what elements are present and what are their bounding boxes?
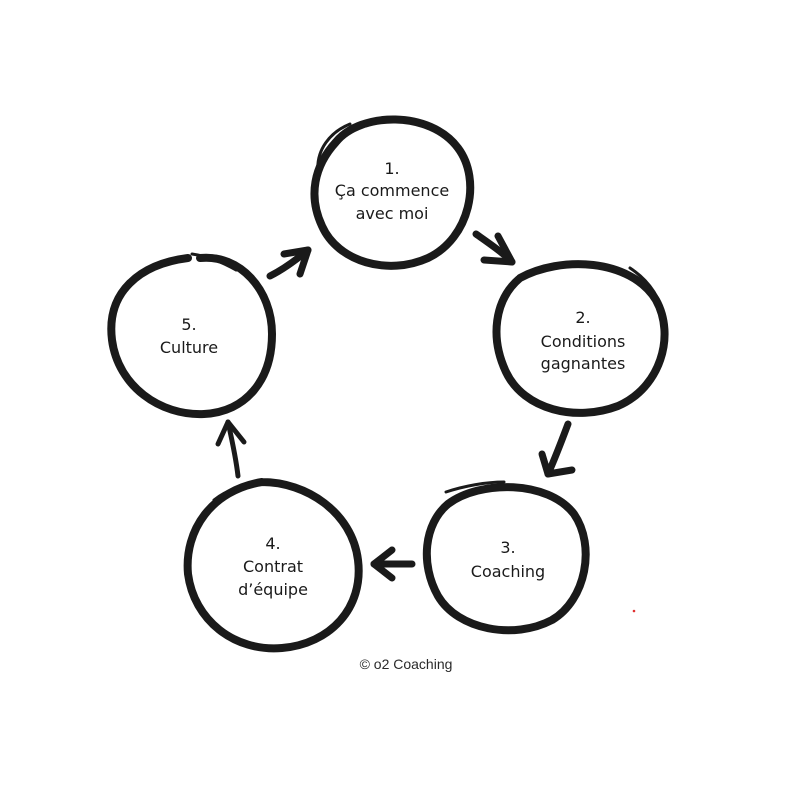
step-5-circle-overstroke (190, 252, 238, 272)
step-3-circle-overstroke (444, 480, 506, 494)
step-1-number: 1. (384, 159, 399, 178)
step-4-number: 4. (265, 534, 280, 553)
step-2-circle-overstroke (628, 266, 666, 320)
step-2-number: 2. (575, 308, 590, 327)
arrow-step-2-to-3 (538, 420, 576, 478)
step-5-number: 5. (181, 315, 196, 334)
step-2-circle (492, 260, 669, 417)
arrow-step-5-to-1 (266, 246, 312, 280)
step-4-line-2: d’équipe (238, 580, 308, 599)
step-4-circle (183, 478, 363, 653)
step-3-number: 3. (500, 538, 515, 557)
step-1-line-1: Ça commence (335, 181, 449, 200)
step-3-line-1: Coaching (471, 562, 545, 581)
step-4: 4. Contrat d’équipe (183, 478, 363, 653)
step-2-line-1: Conditions (541, 332, 626, 351)
step-2-line-2: gagnantes (541, 354, 626, 373)
step-2: 2. Conditions gagnantes (492, 260, 669, 417)
step-1-circle (310, 115, 475, 270)
step-3: 3. Coaching (422, 480, 590, 635)
step-5-line-1: Culture (160, 338, 218, 357)
step-1: 1. Ça commence avec moi (310, 115, 475, 270)
arrow-step-4-to-5 (215, 419, 247, 479)
arrow-step-1-to-2 (472, 230, 516, 266)
step-4-line-1: Contrat (243, 557, 303, 576)
step-1-circle-overstroke (316, 122, 352, 174)
step-4-circle-overstroke (212, 482, 266, 502)
step-5-circle (107, 253, 277, 419)
arrow-step-3-to-4 (370, 546, 416, 582)
step-3-circle (422, 483, 590, 635)
copyright-text: © o2 Coaching (360, 656, 453, 672)
step-5: 5. Culture (107, 252, 277, 419)
red-dot-mark (632, 609, 636, 613)
step-1-line-2: avec moi (356, 204, 429, 223)
